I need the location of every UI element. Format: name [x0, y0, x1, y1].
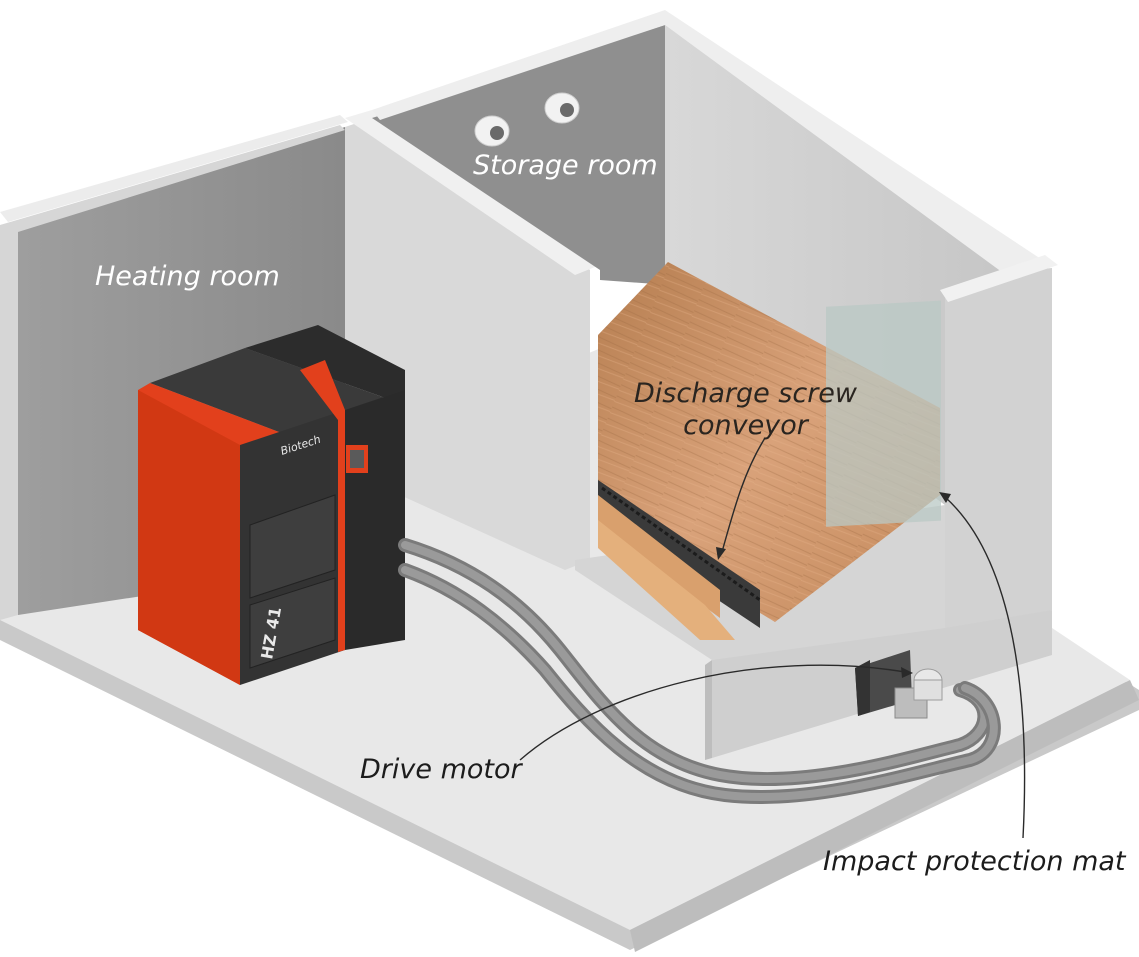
- pellet-slope: [598, 262, 940, 622]
- filling-nozzles: [474, 92, 580, 147]
- callout-drive: [519, 664, 906, 761]
- impact-protection-mat: [826, 300, 941, 527]
- discharge-screw-label: Discharge screw conveyor: [634, 378, 857, 442]
- impact-protection-mat-label: Impact protection mat: [823, 846, 1126, 877]
- callout-discharge: [721, 437, 766, 553]
- callout-lines: [519, 437, 1026, 839]
- discharge-screw-label-line2: conveyor: [683, 410, 808, 441]
- pellet-hoses: [398, 538, 1001, 804]
- storage-room-label: Storage room: [473, 150, 658, 181]
- drive-motor-label: Drive motor: [360, 754, 522, 785]
- arrow-drive: [901, 667, 913, 678]
- drive-motor: [855, 650, 943, 719]
- callout-impact: [944, 496, 1026, 839]
- discharge-screw-label-line1: Discharge screw: [634, 378, 858, 409]
- pellet-boiler: [138, 325, 405, 685]
- conveyor-channel: [598, 480, 761, 640]
- heating-room-label: Heating room: [95, 261, 280, 292]
- arrow-discharge: [716, 547, 726, 560]
- arrow-impact: [939, 492, 951, 503]
